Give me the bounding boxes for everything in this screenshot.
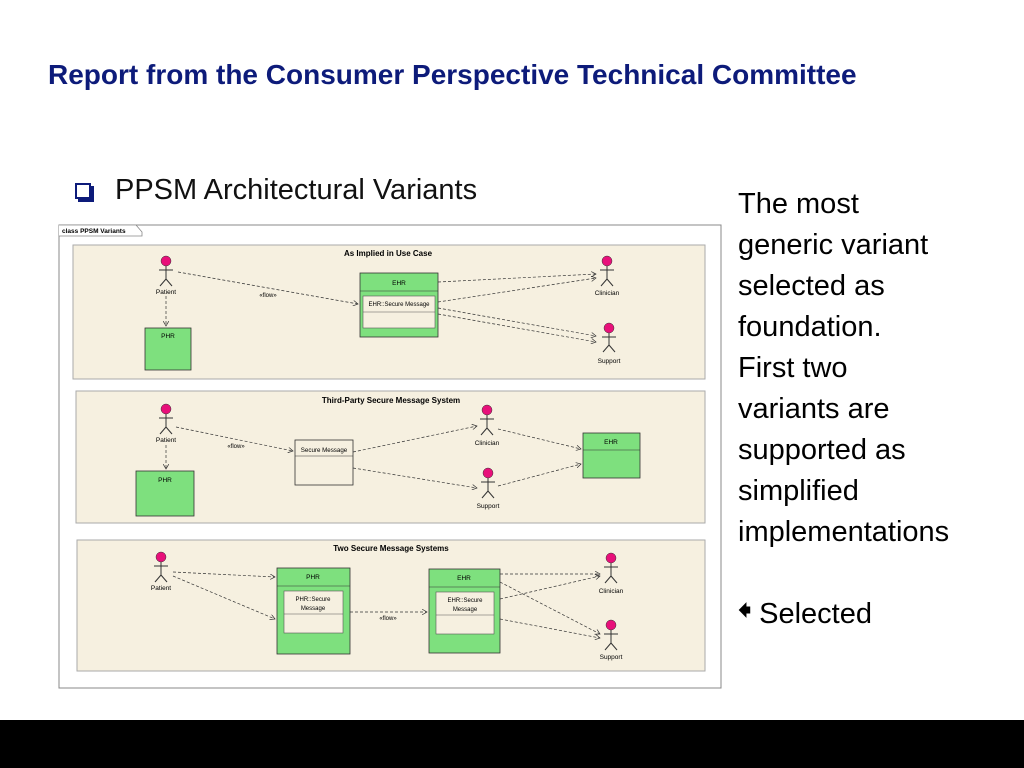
ppsm-diagram: class PPSM Variants As Implied in Use Ca…: [58, 224, 722, 689]
flow-label: «flow»: [259, 293, 277, 299]
selected-note: 🠸 Selected: [738, 592, 872, 636]
class-inner-label: EHR::Secure: [447, 598, 483, 604]
actor-label: Support: [598, 358, 621, 365]
class-label: EHR: [604, 439, 618, 446]
class-inner-label: EHR::Secure Message: [368, 302, 430, 308]
class-phr: PHR: [135, 470, 195, 517]
class-secure-message: Secure Message: [294, 439, 354, 486]
actor-label: Support: [600, 654, 623, 661]
actor-clinician: Clinician: [595, 255, 620, 297]
class-ehr: EHR: [582, 432, 641, 479]
actor-label: Patient: [156, 289, 176, 296]
flow-label: «flow»: [379, 616, 397, 622]
class-ehr: EHR EHR::Secure Message: [428, 568, 501, 654]
side-line: First two: [738, 352, 848, 384]
actor-support: Support: [477, 467, 500, 510]
checkbox-bullet-icon: [75, 182, 91, 199]
side-line: foundation.: [738, 311, 882, 343]
class-label: Secure Message: [301, 447, 348, 454]
class-phr: PHR PHR::Secure Message: [276, 567, 351, 655]
actor-support: Support: [600, 619, 623, 661]
class-inner-label: PHR::Secure: [295, 597, 331, 603]
panel-title: Third-Party Secure Message System: [322, 396, 460, 405]
actor-label: Patient: [151, 585, 171, 592]
class-inner-label: Message: [301, 606, 326, 612]
frame-label: class PPSM Variants: [62, 228, 126, 235]
actor-label: Clinician: [595, 290, 620, 297]
side-line: supported as: [738, 434, 906, 466]
side-line: variants are: [738, 393, 890, 425]
class-inner-label: Message: [453, 607, 478, 613]
side-line: simplified: [738, 475, 859, 507]
class-label: PHR: [306, 574, 320, 581]
left-arrow-icon: 🠸: [738, 595, 752, 625]
side-line: implementations: [738, 516, 950, 548]
flow-label: «flow»: [227, 444, 245, 450]
frame-tab: [59, 224, 143, 237]
class-label: EHR: [457, 575, 471, 582]
actor-label: Support: [477, 503, 500, 510]
class-label: PHR: [161, 333, 175, 340]
selected-label: Selected: [759, 597, 872, 630]
actor-patient: Patient: [156, 403, 176, 444]
class-label: EHR: [392, 280, 406, 287]
class-label: PHR: [158, 477, 172, 484]
class-ehr: EHR EHR::Secure Message: [359, 272, 439, 338]
class-phr: PHR: [144, 327, 192, 371]
slide-title: Report from the Consumer Perspective Tec…: [48, 59, 857, 90]
panel-title: Two Secure Message Systems: [333, 544, 449, 553]
actor-label: Clinician: [475, 440, 500, 447]
footer-bar: [0, 720, 1024, 768]
side-note: The most generic variant selected as fou…: [738, 184, 1018, 553]
actor-support: Support: [598, 322, 621, 365]
variant-panel-3: Two Secure Message Systems Patient PHR P…: [76, 539, 706, 672]
panel-title: As Implied in Use Case: [344, 249, 433, 258]
side-line: The most: [738, 188, 859, 220]
actor-patient: Patient: [156, 255, 176, 296]
actor-label: Clinician: [599, 588, 624, 595]
variant-panel-1: As Implied in Use Case Patient PHR EHR E…: [72, 244, 706, 380]
bullet-item: PPSM Architectural Variants: [75, 174, 477, 207]
actor-clinician: Clinician: [599, 552, 624, 595]
side-line: generic variant: [738, 229, 929, 261]
side-line: selected as: [738, 270, 885, 302]
actor-patient: Patient: [151, 551, 171, 592]
actor-clinician: Clinician: [475, 404, 500, 447]
bullet-text: PPSM Architectural Variants: [115, 174, 478, 206]
variant-panel-2: Third-Party Secure Message System Patien…: [75, 390, 706, 524]
actor-label: Patient: [156, 437, 176, 444]
